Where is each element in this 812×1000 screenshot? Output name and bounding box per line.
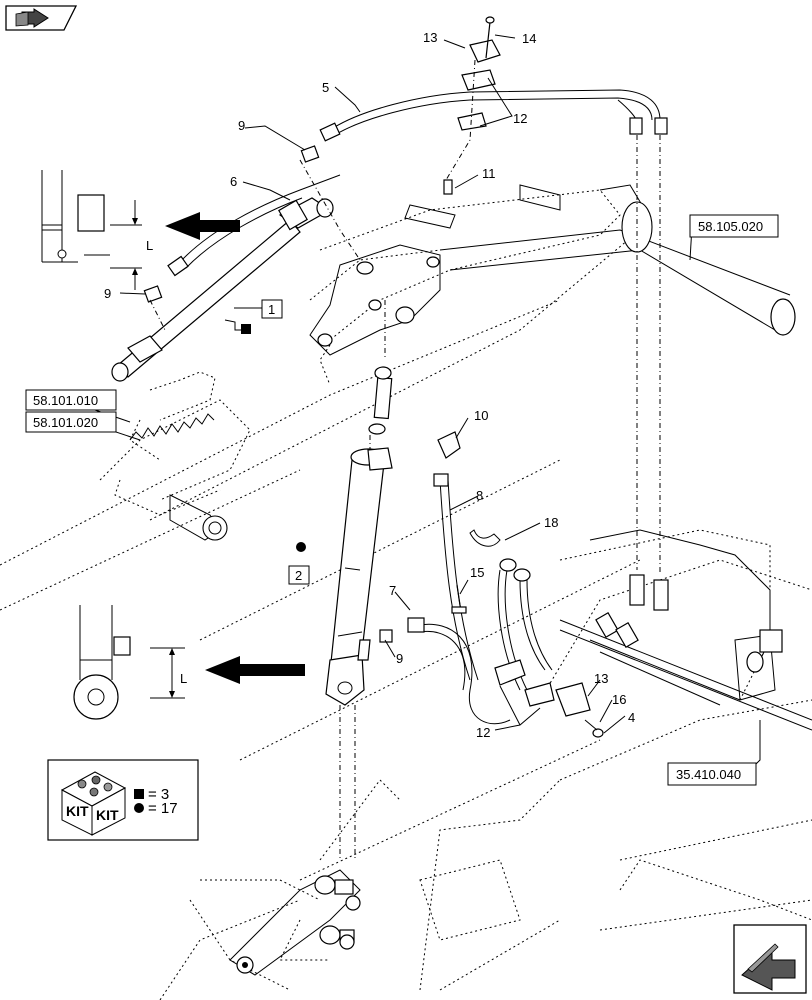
svg-text:1: 1 [268, 302, 275, 317]
clamp-lower [494, 659, 604, 738]
cylinder-upper[interactable] [111, 197, 334, 382]
callout-15: 15 [470, 565, 484, 580]
hose-bundle [497, 529, 812, 731]
hose-5 [319, 89, 668, 142]
callout-16: 16 [612, 692, 626, 707]
kit-legend-row-2: = 17 [148, 800, 178, 817]
ref-35-410-040[interactable]: 35.410.040 [667, 762, 757, 786]
dimension-label-bottom: L [180, 671, 187, 686]
clamp-upper [445, 16, 501, 181]
nav-forward-icon[interactable] [733, 924, 807, 994]
square-kit-marker-icon [241, 324, 251, 334]
callout-18: 18 [544, 515, 558, 530]
svg-text:KIT: KIT [96, 807, 119, 823]
svg-text:58.105.020: 58.105.020 [698, 219, 763, 234]
callout-13-top: 13 [423, 30, 437, 45]
hose-7 [407, 617, 511, 725]
cylinder-lower[interactable] [325, 447, 393, 706]
kit-legend: KIT KIT = 3 = 17 [47, 759, 199, 841]
fitting-9-mid [143, 285, 163, 303]
lower-linkage [229, 869, 361, 976]
ref-58-101-020[interactable]: 58.101.020 [25, 411, 117, 433]
callout-7: 7 [389, 583, 396, 598]
callout-8: 8 [476, 488, 483, 503]
callout-10: 10 [474, 408, 488, 423]
ref-58-101-010[interactable]: 58.101.010 [25, 389, 117, 411]
clip-18 [469, 529, 501, 547]
callout-12-top: 12 [513, 111, 527, 126]
bolt-upper [314, 875, 361, 911]
pin-15 [451, 584, 467, 614]
ref-58-105-020[interactable]: 58.105.020 [689, 214, 779, 238]
callout-11: 11 [482, 166, 496, 181]
round-kit-marker-icon [134, 803, 144, 813]
callout-2-box: 2 [288, 542, 310, 585]
guide-lines [149, 135, 661, 575]
callout-9-mid: 9 [104, 286, 111, 301]
frame-outline [0, 229, 812, 1000]
svg-text:KIT: KIT [66, 803, 89, 819]
callout-1-box: 1 [241, 299, 283, 334]
svg-text:35.410.040: 35.410.040 [676, 767, 741, 782]
callout-9-low: 9 [396, 651, 403, 666]
clip-11 [443, 179, 453, 195]
upper-arm-assembly [99, 184, 796, 541]
kit-legend-row-1: = 3 [148, 786, 169, 803]
callout-12-low: 12 [476, 725, 490, 740]
callouts: 13 14 5 9 12 11 6 9 10 8 18 15 7 9 13 16… [104, 30, 635, 740]
svg-text:2: 2 [295, 568, 302, 583]
fitting-9-lower [379, 629, 393, 643]
svg-text:58.101.020: 58.101.020 [33, 415, 98, 430]
detail-view-top [41, 170, 240, 290]
callout-6: 6 [230, 174, 237, 189]
nav-back-icon[interactable] [5, 5, 78, 31]
callout-4: 4 [628, 710, 635, 725]
dimension-label-top: L [146, 238, 153, 253]
kit-box-icon: KIT KIT [60, 771, 127, 836]
fitting-10 [437, 431, 461, 459]
callout-9-top: 9 [238, 118, 245, 133]
square-kit-marker-icon [134, 789, 144, 799]
callout-5: 5 [322, 80, 329, 95]
detail-view-bottom [73, 605, 305, 720]
bolt-lower [319, 925, 355, 950]
callout-13-low: 13 [594, 671, 608, 686]
round-kit-marker-icon [296, 542, 306, 552]
svg-text:58.101.010: 58.101.010 [33, 393, 98, 408]
pin-rod [339, 300, 393, 860]
fitting-9-upper [300, 145, 320, 163]
callout-14: 14 [522, 31, 536, 46]
